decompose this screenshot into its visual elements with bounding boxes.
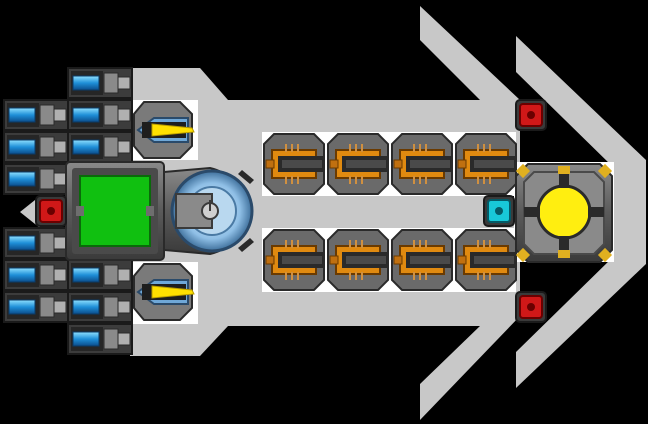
battery-module[interactable] [3, 227, 69, 259]
red-node[interactable] [515, 99, 547, 131]
weapon-module[interactable] [391, 133, 453, 195]
cockpit-module[interactable] [163, 166, 254, 256]
node-group [35, 99, 547, 323]
red-node[interactable] [35, 195, 67, 227]
battery-module[interactable] [67, 131, 133, 163]
battery-bank [3, 67, 133, 355]
reactor-core [79, 175, 151, 247]
weapon-module[interactable] [327, 133, 389, 195]
weapon-module[interactable] [263, 133, 325, 195]
battery-module[interactable] [67, 99, 133, 131]
reactor-module[interactable] [65, 161, 165, 261]
thruster-module[interactable] [133, 263, 195, 321]
thruster-module[interactable] [133, 101, 195, 159]
battery-module[interactable] [67, 291, 133, 323]
weapon-module[interactable] [455, 133, 517, 195]
battery-module[interactable] [3, 259, 69, 291]
core-module[interactable] [515, 163, 613, 263]
thruster-group [133, 101, 195, 321]
battery-module[interactable] [67, 259, 133, 291]
weapon-module[interactable] [263, 229, 325, 291]
battery-module[interactable] [67, 67, 133, 99]
weapon-module[interactable] [391, 229, 453, 291]
battery-module[interactable] [3, 99, 69, 131]
battery-module[interactable] [67, 323, 133, 355]
battery-module[interactable] [3, 131, 69, 163]
hull [20, 6, 646, 420]
weapon-module[interactable] [455, 229, 517, 291]
weapon-module[interactable] [327, 229, 389, 291]
red-node[interactable] [515, 291, 547, 323]
hull-main-body [130, 6, 520, 420]
hull-front-chevron [516, 36, 646, 388]
weapon-array [263, 133, 517, 291]
battery-module[interactable] [3, 163, 69, 195]
cyan-node[interactable] [483, 195, 515, 227]
core-orb [536, 184, 592, 240]
battery-module[interactable] [3, 291, 69, 323]
